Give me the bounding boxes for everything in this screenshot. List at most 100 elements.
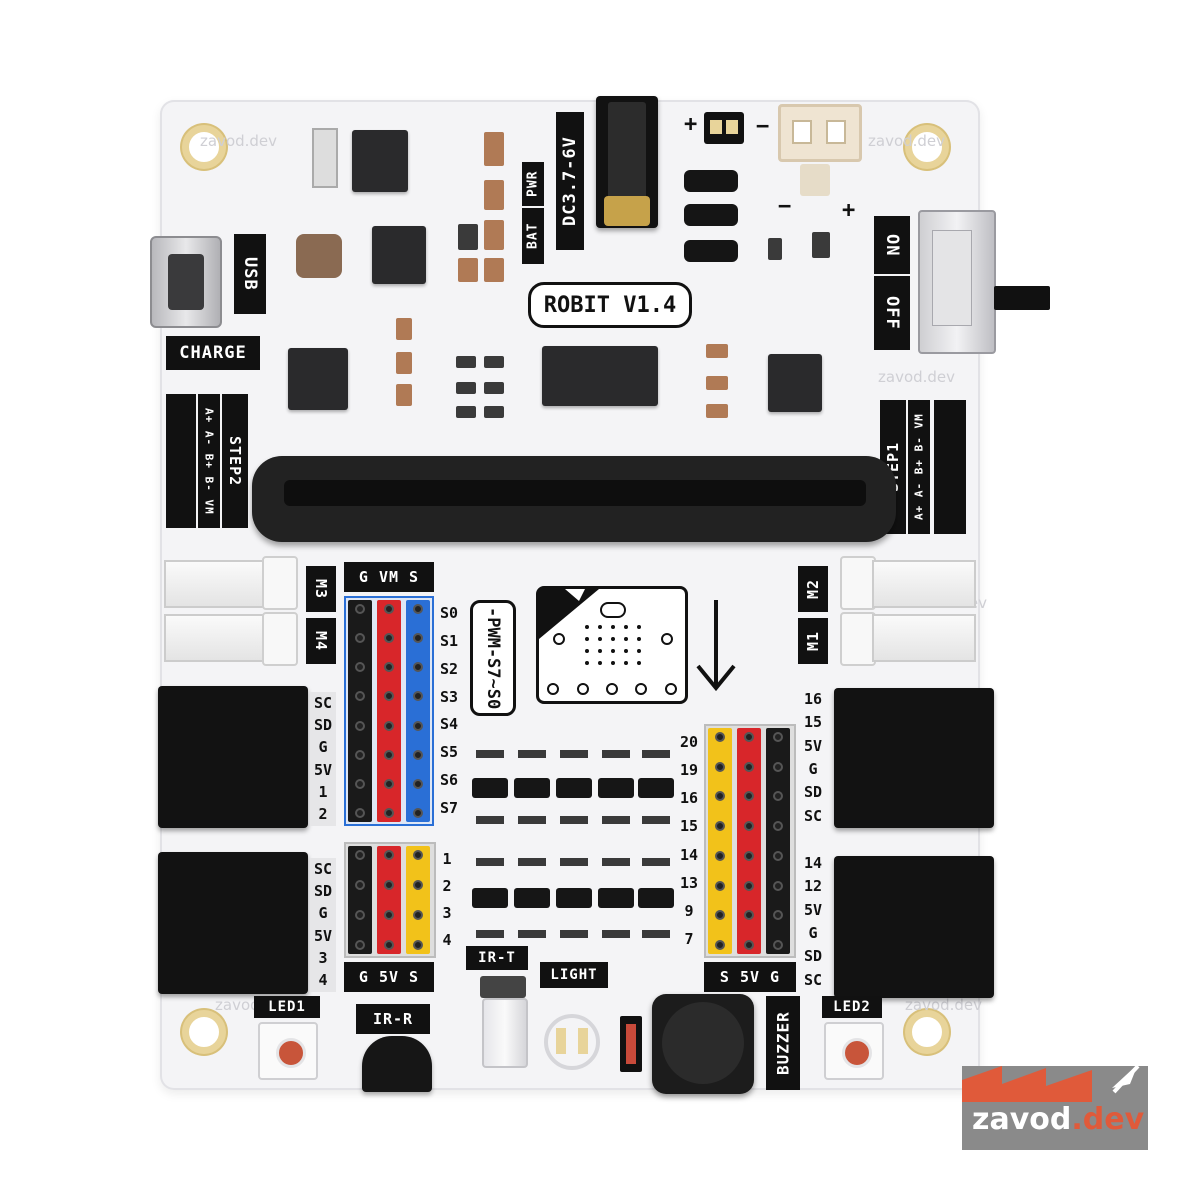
- header-pin: [355, 850, 365, 860]
- header-pin: [413, 850, 423, 860]
- step1-pin-labels: A+ A- B+ B- VM: [908, 400, 930, 534]
- m2-label: M2: [798, 566, 828, 612]
- header-pin: [715, 910, 725, 921]
- m4-connector[interactable]: [262, 612, 298, 666]
- edge-connector-slot: [284, 480, 866, 506]
- regulator-tab: [312, 128, 338, 188]
- irr-label: IR-R: [356, 1004, 430, 1034]
- battery-jst-connector[interactable]: [778, 104, 862, 162]
- pin-label: 5V: [803, 736, 823, 755]
- resistor: [396, 318, 412, 340]
- pin-label: G: [318, 904, 328, 923]
- rj11-port-right-bottom[interactable]: [834, 856, 994, 998]
- header-pin: [773, 880, 783, 891]
- resistor: [706, 376, 728, 390]
- usb-port-opening: [168, 254, 204, 310]
- dc-jack-body: [608, 102, 646, 202]
- header-pin: [413, 749, 423, 760]
- header-pin: [744, 939, 754, 950]
- header-pin: [355, 633, 365, 644]
- led2-die: [842, 1038, 872, 1068]
- header-pin: [413, 807, 423, 818]
- logo-text: zavod.dev: [972, 1102, 1144, 1137]
- m2-connector[interactable]: [840, 556, 876, 610]
- watermark-text: zavod.dev: [878, 368, 956, 386]
- pin-label: 12: [803, 877, 823, 896]
- header-pin: [355, 880, 365, 890]
- charge-label: CHARGE: [166, 336, 260, 370]
- servo-vm-pins[interactable]: [377, 600, 401, 822]
- header-pin: [715, 850, 725, 861]
- step2-header[interactable]: [166, 394, 196, 528]
- pin-label: S6: [439, 770, 459, 789]
- battery-pad-minus: [726, 120, 738, 134]
- servo-ground-pins[interactable]: [348, 600, 372, 822]
- rj11-port-right-top[interactable]: [834, 688, 994, 828]
- mount-hole-top-left: [182, 125, 226, 169]
- header-pin: [744, 850, 754, 861]
- header-pin: [355, 778, 365, 789]
- servo-pin-labels: S0 S1 S2 S3 S4 S5 S6 S7: [436, 600, 462, 822]
- transistor: [812, 232, 830, 258]
- rj11-port-left-bottom[interactable]: [158, 852, 308, 994]
- pin-label: 13: [679, 873, 699, 892]
- pin-label: S7: [439, 798, 459, 817]
- smd-component: [684, 204, 738, 226]
- dc-jack-solder: [604, 196, 650, 226]
- header-pin: [384, 807, 394, 818]
- m1-label: M1: [798, 618, 828, 664]
- io-left-ground-pins[interactable]: [348, 846, 372, 954]
- io-left-5v-pins[interactable]: [377, 846, 401, 954]
- pin-label: S3: [439, 687, 459, 706]
- jst-base: [800, 164, 830, 196]
- light-label: LIGHT: [540, 962, 608, 988]
- ir-transmitter-base: [480, 976, 526, 998]
- pin-label: SC: [803, 806, 823, 825]
- io-right-ground-pins[interactable]: [766, 728, 790, 954]
- header-pin: [355, 662, 365, 673]
- header-pin: [715, 791, 725, 802]
- header-pin: [744, 732, 754, 742]
- header-pin: [744, 791, 754, 802]
- io-right-signal-pins[interactable]: [708, 728, 732, 954]
- g5vs-label: G 5V S: [344, 962, 434, 992]
- servo-signal-pins[interactable]: [406, 600, 430, 822]
- io-right-5v-pins[interactable]: [737, 728, 761, 954]
- right-top-port-pinlabels: 16 15 5V G SD SC: [798, 688, 828, 828]
- header-pin: [355, 910, 365, 920]
- jst-slot: [826, 120, 846, 144]
- charger-ic: [372, 226, 426, 284]
- header-pin: [413, 604, 423, 614]
- motor-wire-m4: [164, 614, 266, 662]
- header-pin: [744, 821, 754, 832]
- left-top-port-pinlabels: SC SD G 5V 1 2: [310, 692, 336, 826]
- header-pin: [413, 880, 423, 890]
- resistor: [706, 344, 728, 358]
- pin-label: 5V: [803, 900, 823, 919]
- header-pin: [413, 691, 423, 702]
- rj11-port-left-top[interactable]: [158, 686, 308, 828]
- power-switch-lever[interactable]: [994, 286, 1050, 310]
- buzzer-label: BUZZER: [766, 996, 800, 1090]
- ir-receiver: [362, 1036, 432, 1092]
- pwr-label: PWR: [522, 162, 544, 206]
- step1-header[interactable]: [934, 400, 966, 534]
- bat-label: BAT: [522, 208, 544, 264]
- pin-label: SC: [313, 859, 333, 878]
- header-pin: [744, 761, 754, 772]
- mount-hole-top-right: [905, 125, 949, 169]
- header-pin: [413, 778, 423, 789]
- led2-label: LED2: [822, 996, 882, 1018]
- m3-connector[interactable]: [262, 556, 298, 610]
- pin-label: 4: [442, 931, 452, 949]
- io-left-signal-pins[interactable]: [406, 846, 430, 954]
- header-pin: [413, 940, 423, 950]
- header-pin: [384, 749, 394, 760]
- pin-label: SC: [313, 693, 333, 712]
- header-pin: [773, 821, 783, 832]
- step2-label: STEP2: [222, 394, 248, 528]
- header-pin: [715, 939, 725, 950]
- dc-voltage-label: DC3.7-6V: [556, 112, 584, 250]
- m1-connector[interactable]: [840, 612, 876, 666]
- resistor: [484, 356, 504, 368]
